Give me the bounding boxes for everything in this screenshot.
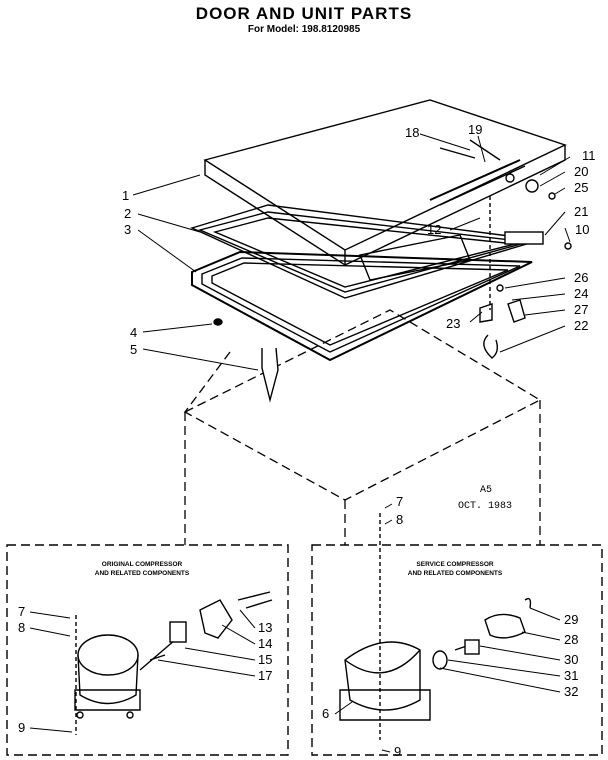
callout-26: 26 [574, 270, 588, 285]
callout-23: 23 [446, 316, 460, 331]
callout-32: 32 [564, 684, 578, 699]
callout-15: 15 [258, 652, 272, 667]
page-title: DOOR AND UNIT PARTS [195, 4, 413, 23]
callout-14: 14 [258, 636, 272, 651]
callout-31: 31 [564, 668, 578, 683]
service-compressor-box [311, 544, 603, 756]
callout-28: 28 [564, 632, 578, 647]
callout-8-service: 8 [396, 512, 403, 527]
callout-1: 1 [122, 188, 129, 203]
service-box-label-1: SERVICE COMPRESSOR [416, 561, 493, 568]
original-box-label-1: ORIGINAL COMPRESSOR [102, 561, 183, 568]
callout-21: 21 [574, 204, 588, 219]
service-compressor-drawing [339, 597, 532, 721]
callout-27: 27 [574, 302, 588, 317]
original-compressor-drawing [74, 591, 273, 719]
callout-25: 25 [574, 180, 588, 195]
stamp-date: OCT. 1983 [458, 501, 512, 512]
callout-30: 30 [564, 652, 578, 667]
cabinet-outline [183, 309, 542, 545]
callout-3: 3 [124, 222, 131, 237]
service-box-label-2: AND RELATED COMPONENTS [408, 570, 503, 577]
callout-8-original: 8 [18, 620, 25, 635]
callout-24: 24 [574, 286, 588, 301]
callout-7-service: 7 [396, 494, 403, 509]
leader-lines [29, 133, 571, 753]
callout-5: 5 [130, 342, 137, 357]
box-labels: ORIGINAL COMPRESSOR AND RELATED COMPONEN… [95, 561, 503, 577]
model-subtitle: For Model: 198.8120985 [247, 24, 361, 35]
callout-10: 10 [575, 222, 589, 237]
callout-9-service: 9 [394, 744, 401, 759]
callout-22: 22 [574, 318, 588, 333]
callout-7-original: 7 [18, 604, 25, 619]
callout-20: 20 [574, 164, 588, 179]
date-stamp: A5 OCT. 1983 [458, 485, 512, 512]
original-compressor-box [6, 544, 289, 756]
gasket-part [191, 250, 533, 362]
callout-12: 12 [427, 222, 441, 237]
callout-17: 17 [258, 668, 272, 683]
callout-18: 18 [405, 125, 419, 140]
callout-13: 13 [258, 620, 272, 635]
callout-9-original: 9 [18, 720, 25, 735]
callout-2: 2 [124, 206, 131, 221]
stamp-code: A5 [480, 485, 492, 496]
original-box-label-2: AND RELATED COMPONENTS [95, 570, 190, 577]
small-parts [75, 139, 572, 740]
callout-6: 6 [322, 706, 329, 721]
callout-4: 4 [130, 325, 137, 340]
callout-29: 29 [564, 612, 578, 627]
callout-11: 11 [582, 148, 596, 163]
callout-19: 19 [468, 122, 482, 137]
callout-numbers: 1 2 3 4 5 6 7 8 7 8 9 9 10 11 12 13 14 1… [18, 122, 596, 759]
